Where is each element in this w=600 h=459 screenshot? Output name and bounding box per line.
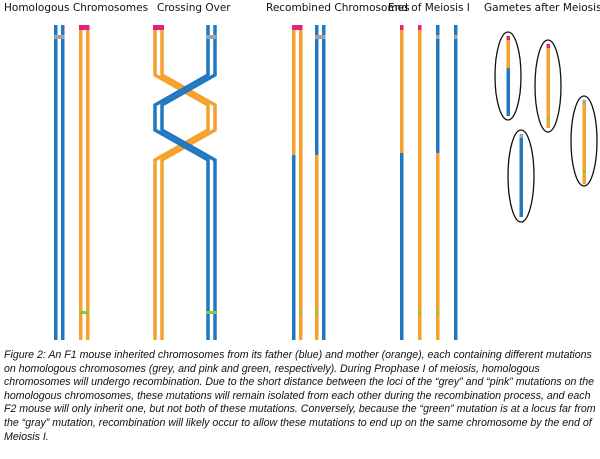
figure-caption: Figure 2: An F1 mouse inherited chromoso… bbox=[4, 349, 596, 443]
green-mutation-marker bbox=[299, 311, 303, 314]
pink-mutation-marker bbox=[546, 44, 550, 48]
green-mutation-marker bbox=[582, 170, 586, 173]
pink-mutation-marker bbox=[153, 25, 164, 30]
gamete-chromosome bbox=[582, 100, 586, 184]
chromosome-4 bbox=[322, 25, 326, 340]
heading-crossing-over: Crossing Over bbox=[157, 2, 231, 14]
chromosome-1-bottom bbox=[292, 155, 296, 340]
gamete-1 bbox=[494, 31, 522, 121]
chromosome-2-top bbox=[299, 25, 303, 155]
chromosome-orange-a bbox=[79, 25, 83, 340]
panel-gametes bbox=[494, 31, 598, 223]
grey-mutation-marker bbox=[206, 35, 217, 39]
strand-blue-outer bbox=[153, 25, 210, 340]
gamete-chromosome bbox=[546, 44, 550, 128]
strand-blue-inner bbox=[160, 25, 217, 340]
gamete-chromosome-top bbox=[519, 134, 523, 167]
panel-end-meiosis bbox=[400, 25, 458, 340]
gamete-4 bbox=[507, 129, 535, 223]
chromosome-blue-b bbox=[61, 25, 65, 340]
strand-orange-inner bbox=[160, 25, 217, 340]
gamete-outline bbox=[534, 39, 562, 133]
pink-mutation-marker bbox=[506, 36, 510, 40]
green-mutation-marker bbox=[315, 311, 319, 314]
chromosome-blue-a bbox=[54, 25, 58, 340]
green-mutation-marker bbox=[546, 117, 550, 120]
chromosome-1-top bbox=[400, 25, 404, 153]
chromosome-1-top bbox=[292, 25, 296, 155]
chromosome-3-top bbox=[315, 25, 319, 155]
heading-end-of-meiosis: End of Meiosis I bbox=[388, 2, 470, 14]
grey-mutation-marker bbox=[436, 35, 440, 39]
pink-mutation-marker bbox=[292, 25, 303, 30]
chromosome-3-bottom bbox=[436, 153, 440, 340]
panel-homologous bbox=[54, 25, 90, 340]
meiosis-diagram bbox=[54, 25, 598, 340]
chromosome-3-bottom bbox=[315, 155, 319, 340]
pink-mutation-marker bbox=[79, 25, 90, 30]
gamete-outline bbox=[494, 31, 522, 121]
heading-recombined-chromosomes: Recombined Chromosomes bbox=[266, 2, 410, 14]
heading-gametes-after-meiosis: Gametes after Meiosis bbox=[484, 2, 600, 14]
chromosome-orange-b bbox=[86, 25, 90, 340]
gamete-2 bbox=[534, 39, 562, 133]
green-mutation-marker bbox=[206, 311, 217, 314]
grey-mutation-marker bbox=[315, 35, 326, 39]
grey-mutation-marker bbox=[54, 35, 65, 39]
gamete-3 bbox=[570, 95, 598, 187]
grey-mutation-marker bbox=[454, 35, 458, 39]
grey-mutation-marker bbox=[519, 134, 523, 138]
gamete-outline bbox=[570, 95, 598, 187]
pink-mutation-marker bbox=[418, 25, 422, 30]
gamete-outline bbox=[507, 129, 535, 223]
green-mutation-marker bbox=[436, 311, 440, 314]
heading-homologous-chromosomes: Homologous Chromosomes bbox=[4, 2, 149, 14]
pink-mutation-marker bbox=[400, 25, 404, 30]
gamete-chromosome-bottom bbox=[519, 167, 523, 217]
chromosome-4 bbox=[454, 25, 458, 340]
panel-crossing-over bbox=[153, 25, 217, 340]
chromosome-2-bottom bbox=[299, 155, 303, 340]
gamete-chromosome-top bbox=[506, 36, 510, 68]
strand-orange-outer bbox=[153, 25, 210, 340]
chromosome-1-bottom bbox=[400, 153, 404, 340]
panel-recombined bbox=[292, 25, 326, 340]
chromosome-2 bbox=[418, 25, 422, 340]
green-mutation-marker bbox=[418, 311, 422, 314]
grey-mutation-marker bbox=[582, 100, 586, 104]
chromosome-3-top bbox=[436, 25, 440, 153]
gamete-chromosome-bottom bbox=[506, 68, 510, 116]
green-mutation-marker bbox=[79, 311, 90, 314]
